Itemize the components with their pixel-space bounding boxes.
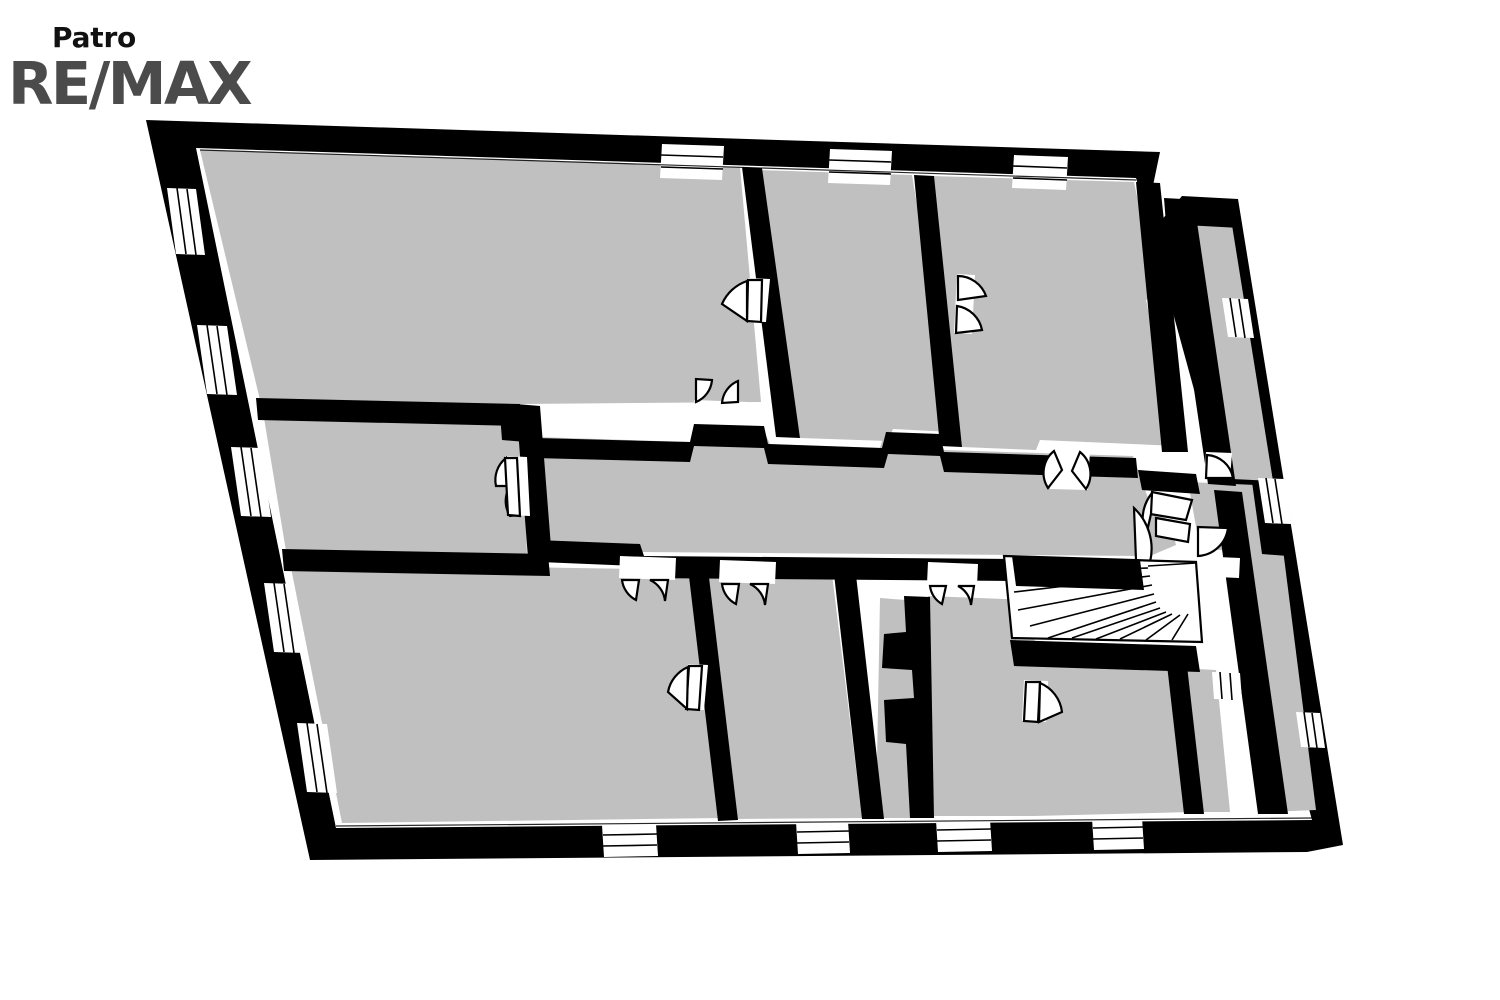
window-right-wing-1 [1222,297,1254,339]
wall-r11-east-step [882,596,934,818]
door-lower-center-double [927,562,978,606]
door-corridor-east-double [1042,448,1092,491]
door-corridor-north-double [693,377,748,424]
wall-r2-r3 [914,175,962,447]
wall-hatching [199,149,1313,827]
remax-logo: RE/MAX [8,49,253,118]
wall-under-r5 [282,549,550,576]
interior-walls [256,167,1288,821]
wall-right-wing-left [1166,200,1236,486]
window-bottom-2 [796,821,850,854]
door-corridor-south-double-left [619,556,676,602]
room-large-upper-left [200,150,761,408]
room-fills [200,150,1316,823]
window-top-2 [828,149,892,185]
doors [494,274,1240,724]
window-left-3 [231,446,271,518]
window-left-1 [167,187,205,256]
room-upper-middle [760,170,952,441]
wall-stair-head [1138,470,1200,494]
door-corridor-south-double-right [719,560,776,606]
door-vestibule-angled [1141,489,1194,544]
staircase [1002,554,1204,644]
wall-r12-r13 [1166,656,1204,814]
door-corridor-west-double [494,455,530,518]
door-right-wing-lower [1195,525,1240,578]
wall-r5-east-jog [500,414,526,442]
window-top-3 [1012,155,1068,190]
room-right-wing-lower [1240,492,1316,812]
wall-corridor-west [516,404,552,560]
room-right-wing-upper [1192,223,1273,481]
room-lower-left-large [290,563,722,823]
window-bottom-3 [936,819,992,852]
stair-core [1012,556,1144,590]
wall-r9-r10 [688,568,738,821]
wall-r1-r2 [742,167,800,438]
wall-corridor-north [518,406,1138,478]
window-left-2 [197,324,237,396]
window-right-wing-2 [1258,477,1291,525]
wall-stair-south [1010,640,1200,672]
window-left-5 [297,722,337,794]
door-right-wing-upper [1204,452,1235,480]
window-right-wing-interior [1212,671,1242,701]
door-r1-r2 [720,278,770,324]
room-upper-right [932,176,1178,450]
wall-right-wing-top [1164,198,1240,228]
room-middle-left [263,412,527,555]
branding-block: Patro RE/MAX [0,0,300,125]
window-right-wing-3 [1296,711,1325,749]
stair-landing-edge [1147,562,1197,567]
window-bottom-4 [1092,817,1144,850]
wall-r3-east [1136,182,1188,452]
window-bottom-1 [602,824,658,857]
room-lower-middle [704,570,862,819]
windows [167,144,1325,857]
window-left-4 [264,582,304,654]
window-top-1 [660,144,724,180]
door-lower-right [1022,680,1064,724]
door-r2-r3-double [954,274,988,335]
wall-r10-r11 [834,574,884,819]
floor-label: Patro [52,21,137,54]
door-r9-interior [666,664,708,712]
